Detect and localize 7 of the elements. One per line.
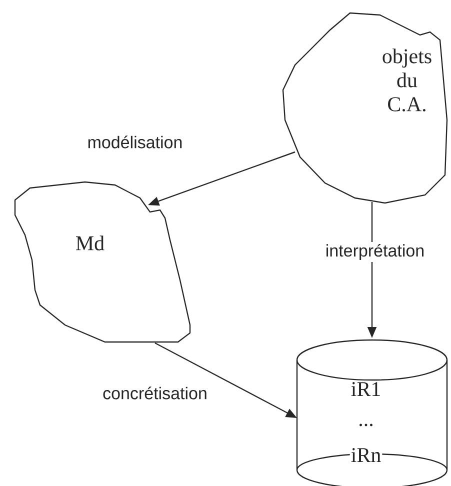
node-label: iRn	[351, 448, 381, 462]
edge-label: modélisation	[85, 134, 185, 150]
database-cylinder: iR1 ... iRn	[296, 339, 448, 486]
edge-label: concrétisation	[100, 384, 210, 402]
edge-label: interprétation	[323, 242, 427, 262]
node-label: ...	[360, 424, 372, 426]
node-label: iR1	[351, 382, 380, 396]
